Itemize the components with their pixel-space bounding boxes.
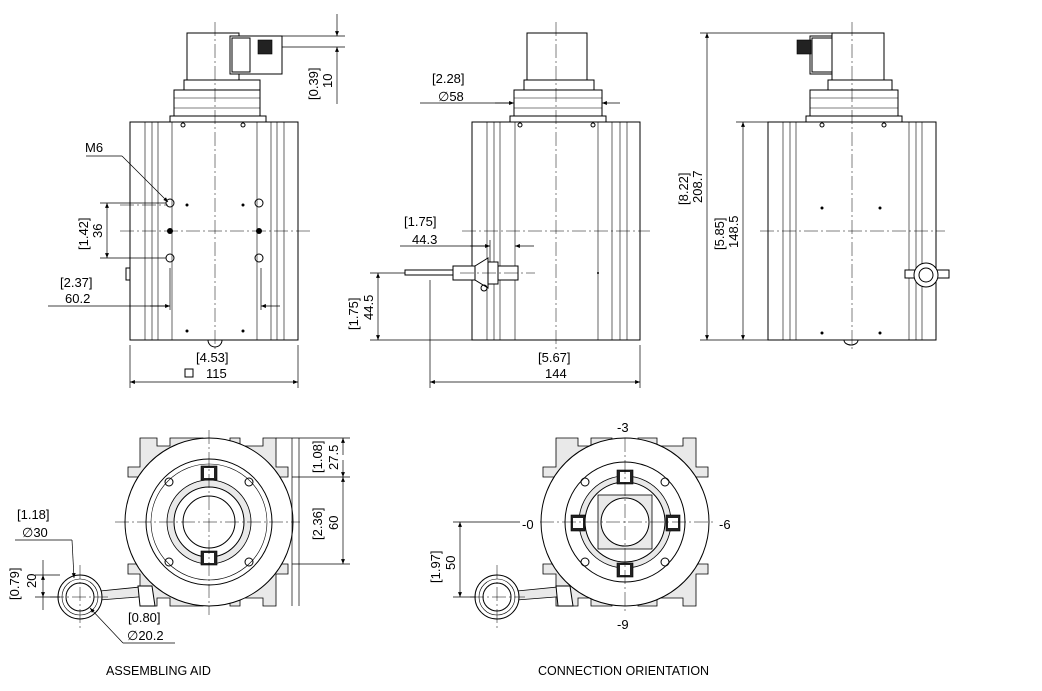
dim-50-mm: 50: [443, 556, 458, 570]
dim-60-2-mm: 60.2: [65, 291, 90, 306]
dim-144-in: [5.67]: [538, 350, 571, 365]
dim-60-in: [2.36]: [310, 507, 325, 540]
dim-27-5-in: [1.08]: [310, 440, 325, 473]
dim-208-7-in: [8.22]: [676, 172, 691, 205]
dim-44-5-in: [1.75]: [346, 297, 361, 330]
dim-44-3-mm: 44.3: [412, 232, 437, 247]
dim-50-in: [1.97]: [428, 550, 443, 583]
dim-44-5-mm: 44.5: [361, 295, 376, 320]
dim-208-7-mm: 208.7: [690, 170, 705, 203]
dim-44-3-in: [1.75]: [404, 214, 437, 229]
bottom-view-assembling-aid-dimensions: [1.08] 27.5 [2.36] 60 [1.18] ∅30 [0.79] …: [7, 437, 350, 644]
dim-10-mm: 10: [320, 74, 335, 88]
bottom-view-connection-orientation: [470, 437, 715, 630]
side-view-middle: [404, 22, 650, 350]
dim-60-2-in: [2.37]: [60, 275, 93, 290]
label-m6: M6: [85, 140, 103, 155]
dim-20-2-in: [0.80]: [128, 610, 161, 625]
front-view-left: [120, 22, 310, 350]
dim-115-in: [4.53]: [196, 350, 229, 365]
dim-36-mm: 36: [90, 224, 105, 238]
dim-20-2-mm: ∅20.2: [127, 628, 164, 643]
dim-115-mm: 115: [206, 366, 227, 381]
dim-20-mm: 20: [24, 574, 39, 588]
dim-148-5-mm: 148.5: [726, 215, 741, 248]
dim-30-in: [1.18]: [17, 507, 50, 522]
dim-30-mm: ∅30: [22, 525, 48, 540]
bottom-view-connection-orientation-dimensions: -3 -0 -6 -9 [1.97] 50: [428, 420, 731, 632]
orientation-right: -6: [719, 517, 731, 532]
orientation-top: -3: [617, 420, 629, 435]
dim-148-5-in: [5.85]: [712, 217, 727, 250]
front-view-left-dimensions: [0.39] 10 M6 [1.42] 36 [2.37] 60.2 [4.53…: [48, 14, 345, 388]
dim-58-in: [2.28]: [432, 71, 465, 86]
bottom-view-assembling-aid: [50, 430, 300, 630]
dim-10-in: [0.39]: [306, 67, 321, 100]
side-view-right: [760, 22, 950, 350]
dim-144-mm: 144: [545, 366, 567, 381]
dim-36-in: [1.42]: [76, 217, 91, 250]
caption-connection-orientation: CONNECTION ORIENTATION: [538, 664, 709, 678]
dim-60-mm: 60: [326, 516, 341, 530]
dim-20-in: [0.79]: [7, 567, 22, 600]
square-symbol: [184, 368, 194, 378]
caption-assembling-aid: ASSEMBLING AID: [106, 664, 211, 678]
side-view-middle-dimensions: [2.28] ∅58 [1.75] 44.3 [1.75] 44.5 [5.67…: [346, 71, 641, 388]
dim-27-5-mm: 27.5: [326, 445, 341, 470]
dim-58-mm: ∅58: [438, 89, 464, 104]
side-view-right-dimensions: [8.22] 208.7 [5.85] 148.5: [676, 32, 832, 341]
orientation-left: -0: [522, 517, 534, 532]
orientation-bottom: -9: [617, 617, 629, 632]
